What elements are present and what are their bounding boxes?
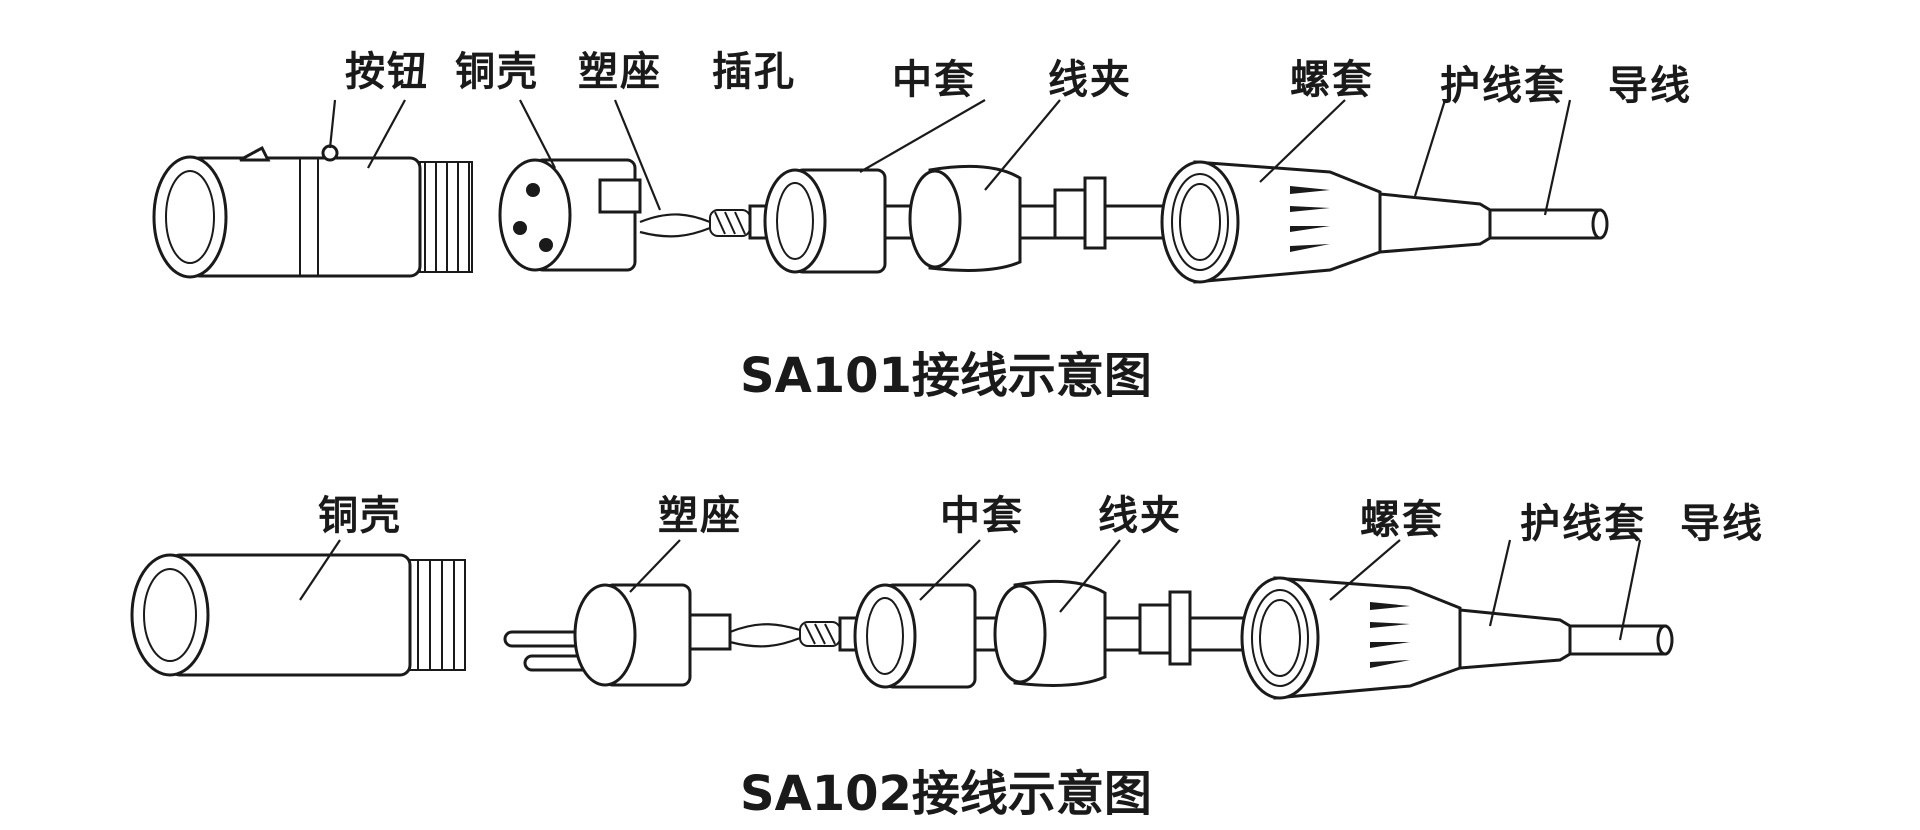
sa102-leader-lines xyxy=(299,539,1642,641)
label-wire-clamp-2: 线夹 xyxy=(1098,493,1182,539)
sa101-wire xyxy=(1488,208,1609,240)
sa101-wire-clamp xyxy=(908,164,1107,272)
sa101-screw-sleeve xyxy=(1160,160,1382,284)
sa101-leader-lines xyxy=(328,99,1572,216)
sa102-assembly xyxy=(130,539,1674,700)
label-copper-shell-2: 铜壳 xyxy=(318,493,402,539)
sa102-caption: SA102接线示意图 xyxy=(740,766,1152,822)
label-wire-2: 导线 xyxy=(1680,501,1764,547)
sa101-wire-guard xyxy=(1378,192,1492,254)
label-plastic-base-2: 塑座 xyxy=(658,493,742,539)
sa101-assembly xyxy=(152,99,1609,284)
label-wire-guard: 护线套 xyxy=(1440,63,1566,109)
sa102-screw-sleeve xyxy=(1240,576,1462,700)
sa101-plastic-base xyxy=(498,158,642,272)
sa101-middle-sleeve xyxy=(763,168,887,274)
label-middle-sleeve-2: 中套 xyxy=(940,493,1024,539)
label-wire-guard-2: 护线套 xyxy=(1520,501,1646,547)
label-screw-sleeve: 螺套 xyxy=(1290,57,1374,103)
label-socket-hole: 插孔 xyxy=(712,49,796,95)
label-plastic-base: 塑座 xyxy=(578,49,662,95)
label-copper-shell: 铜壳 xyxy=(455,49,539,95)
sa102-wire-clamp xyxy=(993,579,1192,687)
sa102-plastic-base xyxy=(503,583,732,687)
sa101-copper-shell xyxy=(152,144,473,279)
label-wire: 导线 xyxy=(1608,63,1692,109)
sa101-caption: SA101接线示意图 xyxy=(740,348,1152,404)
sa102-wire xyxy=(1568,624,1674,656)
label-button: 按钮 xyxy=(345,49,429,95)
label-screw-sleeve-2: 螺套 xyxy=(1360,497,1444,543)
sa102-wire-guard xyxy=(1458,608,1572,670)
label-wire-clamp: 线夹 xyxy=(1048,57,1132,103)
label-middle-sleeve: 中套 xyxy=(892,57,976,103)
sa102-middle-sleeve xyxy=(853,583,977,689)
sa102-copper-shell xyxy=(130,553,466,677)
